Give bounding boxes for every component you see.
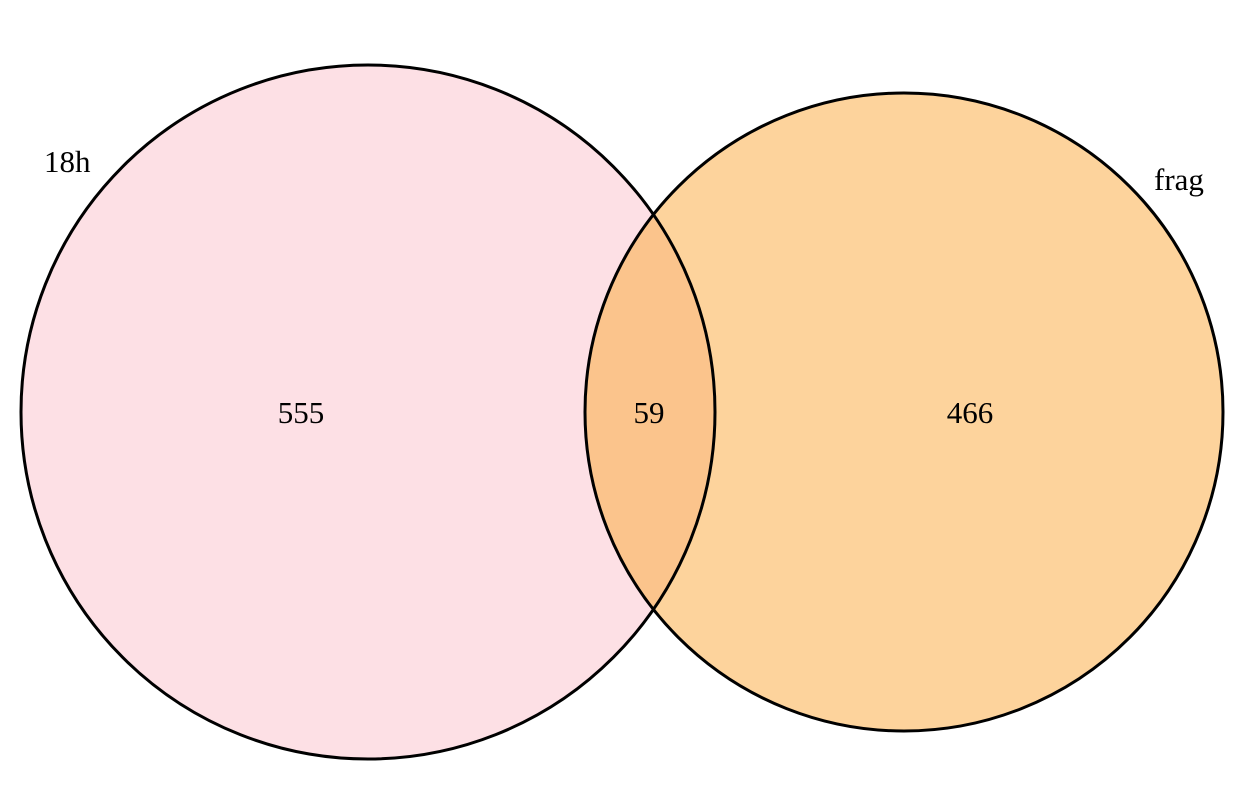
set-frag-circle xyxy=(585,93,1223,731)
intersection-count: 59 xyxy=(634,395,665,430)
set-18h-only-count: 555 xyxy=(278,395,325,430)
set-18h-circle xyxy=(21,65,715,759)
set-frag-label: frag xyxy=(1154,162,1204,197)
set-frag-outline xyxy=(583,91,1225,733)
set-18h-outline xyxy=(19,63,717,761)
set-18h-label: 18h xyxy=(44,144,91,179)
set-frag-only-count: 466 xyxy=(947,395,994,430)
